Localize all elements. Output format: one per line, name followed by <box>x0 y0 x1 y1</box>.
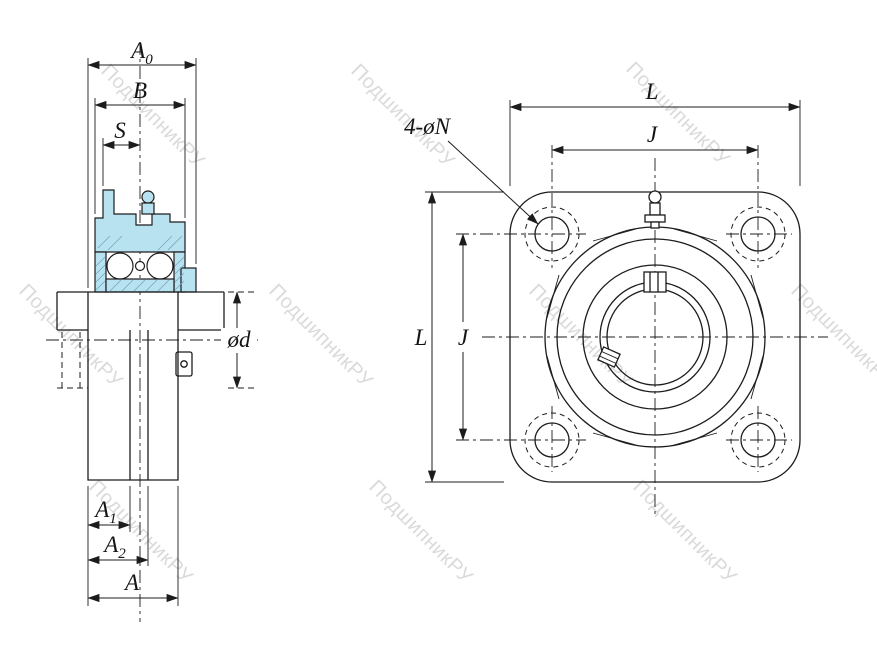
dim-l-left-label: L <box>414 325 428 350</box>
right-view: L J L J 4-øN <box>404 79 828 516</box>
dim-j-left-label: J <box>458 325 470 350</box>
housing-top-section <box>94 189 186 253</box>
dimension-lines-left <box>87 60 242 603</box>
watermark-text: ПодшипникРУ <box>264 280 376 392</box>
dim-j-top-label: J <box>647 122 659 147</box>
watermark-text: ПодшипникРУ <box>84 476 196 588</box>
bolt-hole-bosses <box>524 206 786 468</box>
left-view: A0 B S ød A1 A2 A <box>46 38 258 622</box>
grease-nipple-icon <box>644 190 666 229</box>
side-setscrew <box>175 351 193 377</box>
grease-nipple-icon <box>141 190 155 204</box>
bolt-holes <box>534 216 776 458</box>
watermark-text: ПодшипникРУ <box>96 60 208 172</box>
hidden-lines <box>57 332 88 389</box>
extension-lines-right <box>425 100 801 483</box>
dim-od-label: ød <box>227 327 252 352</box>
dim-a1-label: A1 <box>93 497 117 527</box>
watermark-text: ПодшипникРУ <box>14 280 126 392</box>
setscrew-top <box>643 271 667 293</box>
dim-s-label: S <box>114 118 126 143</box>
holes-note-label: 4-øN <box>404 114 452 139</box>
extension-lines-left <box>87 58 197 606</box>
section-hatching <box>95 235 185 292</box>
bearing-balls <box>106 252 174 280</box>
dim-a-label: A <box>123 570 140 595</box>
watermark-text: ПодшипникРУ <box>364 476 476 588</box>
flange-body-outline <box>56 291 225 481</box>
od-label-mask <box>221 328 257 353</box>
watermark-text: ПодшипникРУ <box>621 58 733 170</box>
setscrew-collar <box>180 267 197 293</box>
holes-leader-line <box>447 140 539 225</box>
watermark-text: ПодшипникРУ <box>524 280 636 392</box>
setscrew-side <box>597 346 621 368</box>
dim-a2-label: A2 <box>102 532 126 562</box>
grease-nipple-stem <box>141 202 155 215</box>
watermark-text: ПодшипникРУ <box>628 476 740 588</box>
dimension-lines-right <box>427 102 801 483</box>
dim-a0-label: A0 <box>129 38 153 68</box>
dim-b-label: B <box>133 78 147 103</box>
bolt-hole-centerlines <box>456 145 792 472</box>
dim-l-top-label: L <box>645 79 659 104</box>
